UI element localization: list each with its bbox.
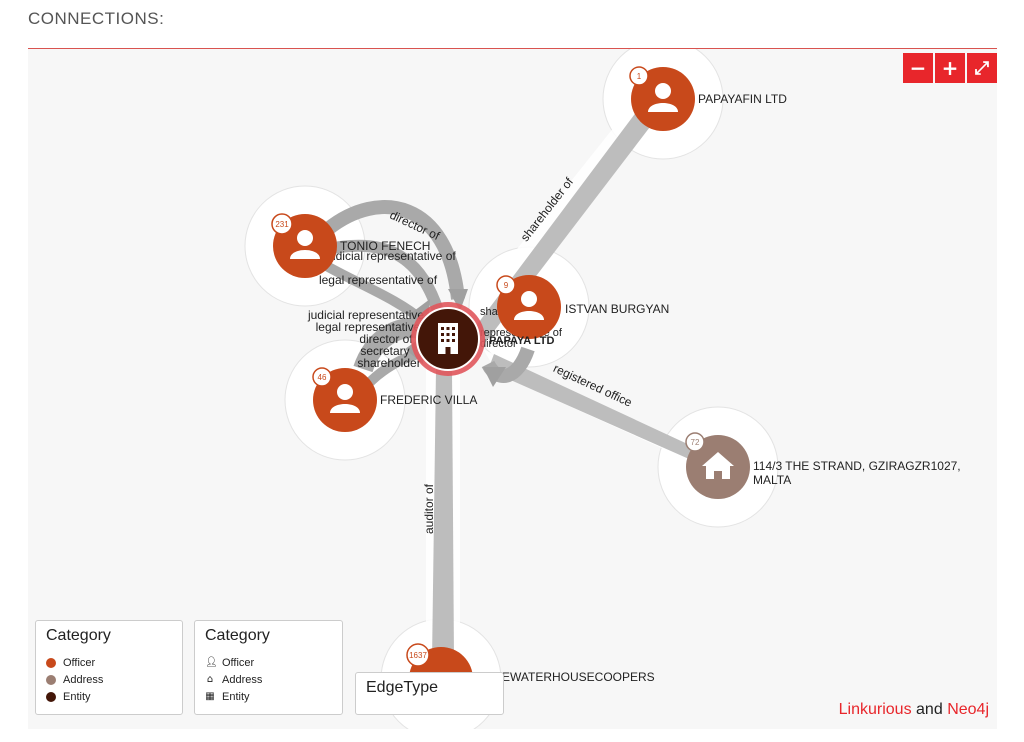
legend-category-icon: Category 👤︎ Officer ⌂ Address ▦ Entity — [194, 620, 343, 715]
node-label-frederic: FREDERIC VILLA — [380, 393, 477, 407]
edge-label-frederic-secretary: secretary — [360, 344, 409, 358]
legend-label: Officer — [222, 656, 255, 669]
node-label-address-line1: 114/3 THE STRAND, GZIRAGZR1027, — [753, 459, 961, 473]
legend-row-officer: Officer — [46, 654, 172, 671]
edge-label-frederic-legal: legal representative — [316, 320, 421, 334]
title-divider — [28, 48, 997, 49]
node-badge-istvan — [496, 275, 516, 295]
node-badge-address — [685, 432, 705, 452]
edge-label-auditor-of: auditor of — [422, 483, 436, 534]
building-icon: ▦ — [205, 691, 215, 702]
node-badge-frederic — [312, 367, 332, 387]
legend-title: EdgeType — [366, 679, 439, 696]
zoom-controls: − + ⤢ — [903, 53, 997, 83]
credit-line: Linkurious and Neo4j — [839, 701, 989, 719]
entity-color-dot — [46, 691, 56, 702]
user-icon — [648, 83, 678, 112]
node-badge-frederic-count: 46 — [318, 373, 327, 382]
edge-label-tonio-judicial: judicial representative of — [325, 249, 456, 263]
legend-row-address: Address — [46, 671, 172, 688]
node-badge-papayafin — [629, 66, 649, 86]
legend-label: Entity — [222, 690, 250, 703]
edge-arrow-1 — [448, 289, 468, 311]
edge-label-istvan-director: director — [480, 338, 517, 350]
legend-label: Address — [222, 673, 263, 686]
legend-row-address: ⌂ Address — [205, 671, 332, 688]
user-icon — [330, 384, 360, 413]
officer-color-dot — [46, 657, 56, 668]
credit-and: and — [916, 701, 943, 718]
node-label-tonio: TONIO FENECH — [340, 239, 430, 253]
edge-label-frederic-shareholder: shareholder — [357, 356, 420, 370]
node-label-pwc: EWATERHOUSECOOPERS — [502, 670, 655, 684]
user-icon — [290, 230, 320, 259]
node-badge-tonio-count: 231 — [275, 220, 289, 229]
legend-row-entity: ▦ Entity — [205, 688, 332, 705]
legend-row-officer: 👤︎ Officer — [205, 654, 332, 671]
node-badge-istvan-count: 9 — [504, 281, 509, 290]
edge-label-frederic-judicial: judicial representative — [307, 308, 424, 322]
edge-label-tonio-legal: legal representative of — [319, 273, 438, 287]
node-badge-address-count: 72 — [691, 438, 700, 447]
home-icon — [702, 452, 734, 479]
zoom-out-button[interactable]: − — [903, 53, 933, 83]
legend-label: Entity — [63, 690, 91, 703]
node-badge-pwc — [406, 643, 430, 667]
edge-tonio-judicial[interactable] — [326, 239, 444, 313]
legend-category-color: Category Officer Address Entity — [35, 620, 183, 715]
home-icon: ⌂ — [206, 674, 214, 685]
edge-arrow-4 — [483, 367, 506, 387]
user-icon: 👤︎ — [205, 657, 218, 668]
user-icon — [514, 291, 544, 320]
edge-registered-office[interactable] — [488, 354, 694, 459]
legend-title: Category — [46, 627, 111, 644]
zoom-in-button[interactable]: + — [935, 53, 965, 83]
node-label-istvan: ISTVAN BURGYAN — [565, 302, 669, 316]
legend-label: Address — [63, 673, 104, 686]
legend-row-entity: Entity — [46, 688, 172, 705]
fullscreen-button[interactable]: ⤢ — [967, 53, 997, 83]
edge-label-frederic-director: director of — [359, 332, 413, 346]
legend-title: Category — [205, 627, 270, 644]
node-badge-pwc-count: 1637 — [409, 651, 427, 660]
edge-auditor-of[interactable] — [432, 369, 454, 661]
graph-canvas[interactable]: shareholder of registered office auditor… — [28, 49, 997, 729]
linkurious-link[interactable]: Linkurious — [838, 701, 912, 718]
edge-tonio-director[interactable] — [323, 200, 465, 300]
building-icon — [438, 323, 458, 354]
node-label-papayafin: PAPAYAFIN LTD — [698, 92, 787, 106]
legend-label: Officer — [63, 656, 96, 669]
node-label-address-line2: MALTA — [753, 473, 791, 487]
section-title: CONNECTIONS: — [28, 9, 165, 28]
node-badge-papayafin-count: 1 — [637, 72, 642, 81]
legend-edge-type: EdgeType — [355, 672, 504, 715]
node-badge-tonio — [271, 213, 293, 235]
address-color-dot — [46, 674, 56, 685]
neo4j-link[interactable]: Neo4j — [947, 701, 989, 718]
node-label-center: PAPAYA LTD — [489, 335, 554, 347]
